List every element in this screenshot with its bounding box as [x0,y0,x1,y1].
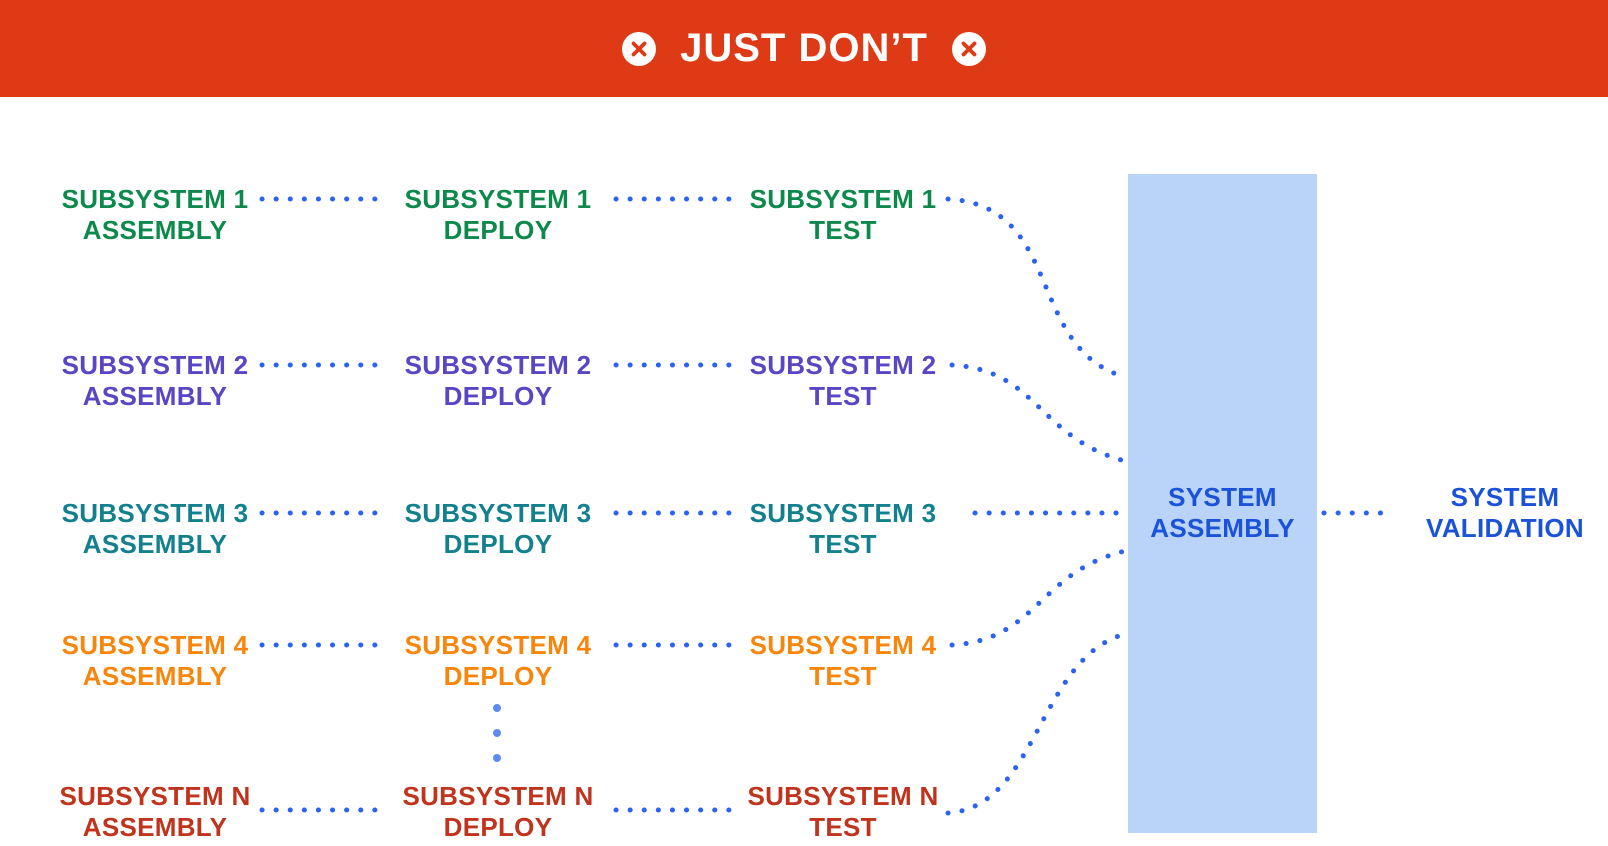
system-assembly-line1: SYSTEM [1168,482,1277,512]
subsystem-2-name: SUBSYSTEM 2 [404,350,592,380]
system-validation-line1: SYSTEM [1450,482,1560,512]
subsystem-4-name: SUBSYSTEM 4 [404,630,592,660]
subsystem-2-deploy-stage: DEPLOY [443,381,553,411]
subsystem-2-test-stage: TEST [809,381,877,411]
subsystem-4-assembly-stage: ASSEMBLY [82,661,228,691]
subsystem-1-test-label: SUBSYSTEM 1 TEST [673,184,1013,246]
subsystem-n-test-label: SUBSYSTEM N TEST [673,781,1013,843]
subsystem-3-test-stage: TEST [809,529,877,559]
subsystem-3-deploy-stage: DEPLOY [443,529,553,559]
subsystem-3-test-label: SUBSYSTEM 3 TEST [673,498,1013,560]
subsystem-n-deploy-stage: DEPLOY [443,812,553,842]
crossed-circle-icon-right [951,31,986,66]
subsystem-n-assembly-label: SUBSYSTEM N ASSEMBLY [0,781,325,843]
subsystem-2-test-label: SUBSYSTEM 2 TEST [673,350,1013,412]
system-assembly-label: SYSTEM ASSEMBLY [1128,482,1317,544]
system-assembly-line2: ASSEMBLY [1150,513,1295,543]
subsystem-1-name: SUBSYSTEM 1 [404,184,592,214]
subsystem-n-deploy-label: SUBSYSTEM N DEPLOY [328,781,668,843]
subsystem-4-name: SUBSYSTEM 4 [749,630,937,660]
subsystem-n-name: SUBSYSTEM N [59,781,251,811]
subsystem-2-assembly-stage: ASSEMBLY [82,381,228,411]
subsystem-n-assembly-stage: ASSEMBLY [82,812,228,842]
subsystem-n-name: SUBSYSTEM N [747,781,939,811]
subsystem-3-assembly-stage: ASSEMBLY [82,529,228,559]
vertical-ellipsis-dots [493,704,501,762]
subsystem-3-assembly-label: SUBSYSTEM 3 ASSEMBLY [0,498,325,560]
system-assembly-box [1128,174,1317,833]
subsystem-3-name: SUBSYSTEM 3 [404,498,592,528]
system-validation-line2: VALIDATION [1425,513,1585,543]
subsystem-3-name: SUBSYSTEM 3 [61,498,249,528]
subsystem-1-assembly-label: SUBSYSTEM 1 ASSEMBLY [0,184,325,246]
crossed-circle-icon-left [622,31,657,66]
subsystem-2-deploy-label: SUBSYSTEM 2 DEPLOY [328,350,668,412]
subsystem-1-name: SUBSYSTEM 1 [61,184,249,214]
subsystem-3-deploy-label: SUBSYSTEM 3 DEPLOY [328,498,668,560]
subsystem-4-test-stage: TEST [809,661,877,691]
subsystem-1-assembly-stage: ASSEMBLY [82,215,228,245]
banner-title: JUST DON’T [680,26,928,70]
subsystem-4-assembly-label: SUBSYSTEM 4 ASSEMBLY [0,630,325,692]
subsystem-1-name: SUBSYSTEM 1 [749,184,937,214]
subsystem-4-deploy-stage: DEPLOY [443,661,553,691]
banner: JUST DON’T [0,0,1608,97]
subsystem-4-test-label: SUBSYSTEM 4 TEST [673,630,1013,692]
subsystem-2-name: SUBSYSTEM 2 [749,350,937,380]
subsystem-1-deploy-stage: DEPLOY [443,215,553,245]
subsystem-2-name: SUBSYSTEM 2 [61,350,249,380]
subsystem-n-name: SUBSYSTEM N [402,781,594,811]
subsystem-3-name: SUBSYSTEM 3 [749,498,937,528]
subsystem-4-deploy-label: SUBSYSTEM 4 DEPLOY [328,630,668,692]
subsystem-n-test-stage: TEST [809,812,877,842]
system-validation-label: SYSTEM VALIDATION [1375,482,1608,544]
subsystem-2-assembly-label: SUBSYSTEM 2 ASSEMBLY [0,350,325,412]
subsystem-1-test-stage: TEST [809,215,877,245]
subsystem-4-name: SUBSYSTEM 4 [61,630,249,660]
subsystem-1-deploy-label: SUBSYSTEM 1 DEPLOY [328,184,668,246]
